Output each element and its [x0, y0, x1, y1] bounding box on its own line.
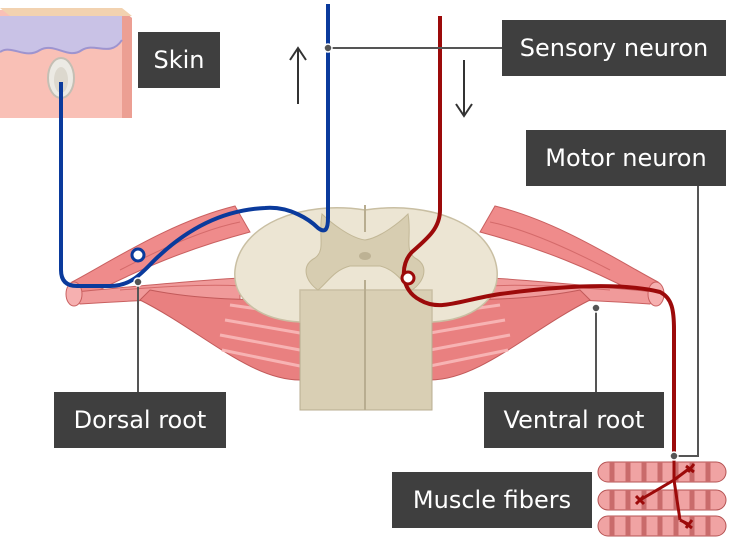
sensory-neuron-path — [59, 4, 330, 288]
motor-neuron-cell-body — [400, 270, 416, 286]
arrow-down-icon — [455, 60, 473, 118]
motor-end-plates — [634, 460, 696, 530]
muscle-fibers-label: Muscle fibers — [392, 472, 592, 528]
ventral-root-label: Ventral root — [484, 392, 664, 448]
leader-dots — [133, 43, 679, 461]
motor-neuron-label: Motor neuron — [526, 130, 726, 186]
dorsal-root-label: Dorsal root — [54, 392, 226, 448]
muscle-fibers — [597, 461, 727, 537]
spinal-cord — [234, 205, 498, 411]
skin-illustration — [0, 8, 132, 118]
motor-neuron-path — [401, 16, 676, 460]
arrow-up-icon — [289, 46, 307, 104]
sensory-neuron-label: Sensory neuron — [502, 20, 726, 76]
skin-label: Skin — [138, 32, 220, 88]
leader-lines — [137, 47, 699, 457]
dorsal-root-ganglion-cell — [130, 247, 146, 263]
